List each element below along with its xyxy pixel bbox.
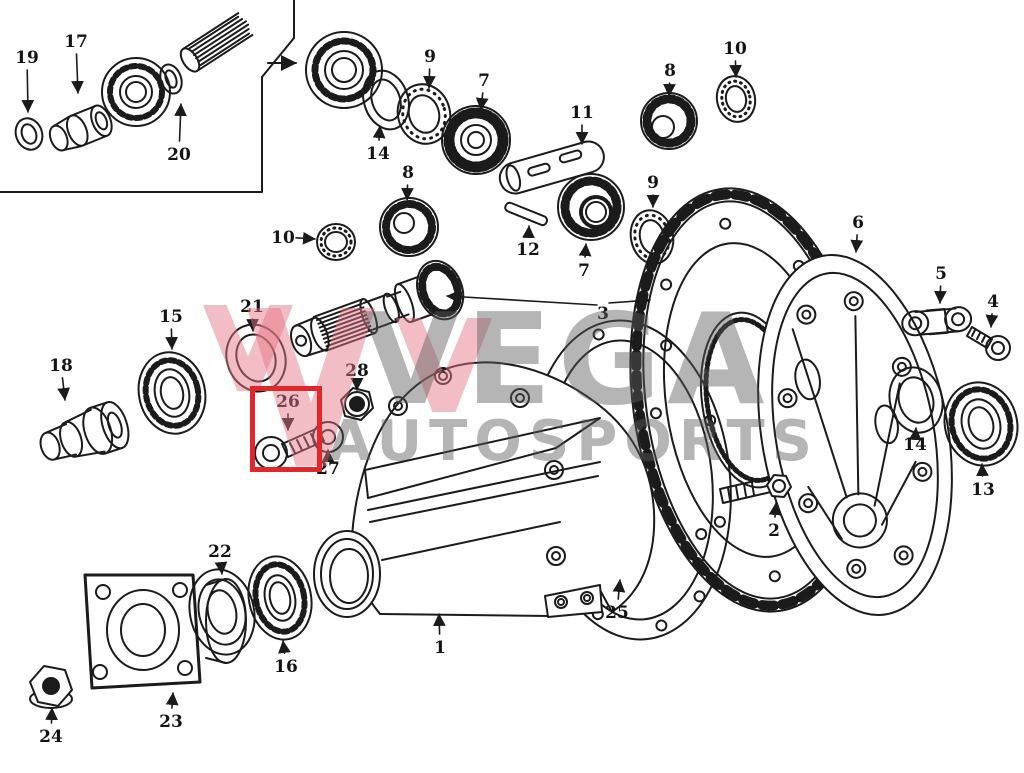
callout-layer: 19 17 20 14 9 7 11 8 10 12 7 9 8 10 6 5 4 14 13 2 25 1 21 26 28 2… xyxy=(15,32,999,747)
part-14-bearing xyxy=(305,31,410,131)
callout-leader-line xyxy=(422,68,436,89)
part-8-pinion-gear xyxy=(379,197,439,257)
part-17-spacer xyxy=(48,104,113,152)
callout-number-10: 10 xyxy=(723,39,747,59)
callout-leader-line xyxy=(475,92,489,111)
callout-number-9: 9 xyxy=(647,173,659,193)
callout-number-13: 13 xyxy=(971,480,995,500)
callout-leader-line xyxy=(372,125,386,141)
highlighted-part-box xyxy=(250,386,322,472)
callout-number-23: 23 xyxy=(159,712,183,732)
callout-leader-line xyxy=(663,82,676,97)
part-11-pinion-shaft xyxy=(498,140,605,195)
callout-number-19: 19 xyxy=(15,48,39,68)
callout-leader-line xyxy=(174,103,187,142)
part-26-bolt xyxy=(254,427,325,470)
part-6-differential-case xyxy=(757,254,953,616)
part-9-thrust-washer xyxy=(396,83,452,145)
callout-number-22: 22 xyxy=(208,542,232,562)
part-22-oil-seal xyxy=(188,568,256,656)
callout-number-10: 10 xyxy=(271,228,295,248)
callout-leader-line xyxy=(45,707,58,724)
callout-leader-line xyxy=(21,69,35,113)
part-16-bearing xyxy=(247,555,313,641)
callout-number-14: 14 xyxy=(903,435,927,455)
callout-leader-line xyxy=(578,243,592,258)
callout-leader-line xyxy=(768,502,782,518)
callout-number-27: 27 xyxy=(316,459,340,479)
callout-number-17: 17 xyxy=(64,32,88,52)
watermark-brand-subname: AUTOSPORTS xyxy=(328,409,820,474)
part-5-lock-strap xyxy=(901,306,973,337)
part-1-carrier-housing xyxy=(313,361,656,618)
part-15-bearing xyxy=(137,351,207,435)
callout-number-15: 15 xyxy=(159,307,183,327)
part-19-washer xyxy=(14,117,44,151)
callout-number-24: 24 xyxy=(39,727,63,747)
callout-leader-line xyxy=(401,184,414,201)
part-7-side-gear-2 xyxy=(557,173,625,241)
callout-number-18: 18 xyxy=(49,356,73,376)
part-13-bearing xyxy=(943,381,1019,467)
part-14-washer-2 xyxy=(888,366,944,434)
callout-number-5: 5 xyxy=(935,264,947,284)
callout-leader-line xyxy=(278,640,291,654)
callout-leader-line xyxy=(214,561,228,575)
part-28-nut xyxy=(340,387,374,421)
callout-number-3: 3 xyxy=(597,304,609,324)
callout-number-28: 28 xyxy=(345,361,369,381)
callout-number-7: 7 xyxy=(478,71,490,91)
callout-leader-line xyxy=(165,328,179,350)
callout-number-12: 12 xyxy=(516,240,540,260)
callout-number-14: 14 xyxy=(366,144,390,164)
callout-leader-line xyxy=(295,231,316,245)
callout-leader-line xyxy=(71,53,84,94)
callout-leader-line xyxy=(934,285,947,304)
inset-box xyxy=(0,0,297,193)
part-3-drive-pinion xyxy=(289,259,465,358)
callout-leader-line xyxy=(729,60,742,78)
part-8-pinion-gear-2 xyxy=(640,92,698,150)
callout-number-26: 26 xyxy=(276,392,300,412)
part-10-thrust-washer-2 xyxy=(715,75,757,123)
part-18-spacer xyxy=(39,400,130,461)
callout-leader-line xyxy=(57,377,70,401)
watermark-brand-name: VEGA xyxy=(362,286,771,433)
part-7-side-gear xyxy=(441,105,511,175)
callout-number-4: 4 xyxy=(987,292,999,312)
callout-number-6: 6 xyxy=(852,213,864,233)
part-12-lock-pin xyxy=(504,201,548,227)
part-2-bolt xyxy=(719,474,792,504)
callout-number-9: 9 xyxy=(424,47,436,67)
part-4-bolt xyxy=(966,326,1011,361)
part-20-bearing-shaft xyxy=(101,12,254,127)
callout-number-8: 8 xyxy=(402,163,414,183)
part-23-companion-flange xyxy=(83,573,247,690)
callout-leader-line xyxy=(446,290,598,306)
part-10-thrust-washer xyxy=(316,223,356,261)
callout-number-11: 11 xyxy=(570,103,594,123)
callout-number-8: 8 xyxy=(664,61,676,81)
callout-number-21: 21 xyxy=(240,297,264,317)
callout-leader-line xyxy=(985,313,999,328)
callout-leader-line xyxy=(612,579,626,600)
callout-number-20: 20 xyxy=(167,145,191,165)
callout-number-25: 25 xyxy=(605,603,629,623)
callout-number-7: 7 xyxy=(578,261,590,281)
callout-number-1: 1 xyxy=(434,638,446,658)
part-24-lock-nut xyxy=(29,665,73,709)
callout-leader-line xyxy=(165,692,179,709)
callout-leader-line xyxy=(850,234,864,253)
callout-number-2: 2 xyxy=(768,521,780,541)
callout-number-16: 16 xyxy=(274,657,298,677)
callout-leader-line xyxy=(608,294,651,308)
callout-leader-line xyxy=(432,613,446,635)
